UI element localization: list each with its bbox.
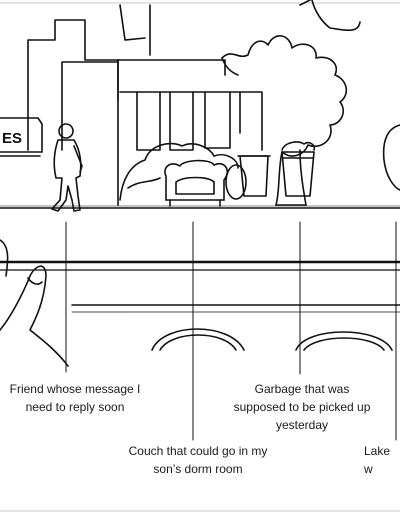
caption-friend-message: Friend whose message I need to reply soo… [0,380,170,416]
caption-line: son’s dorm room [153,462,243,476]
caption-couch: Couch that could go in my son’s dorm roo… [108,442,288,478]
garbage-can-oval [225,164,247,200]
gauge-left [151,328,245,351]
walking-person [51,123,83,212]
couch [164,159,229,207]
caption-line: Couch that could go in my [128,444,268,458]
round-shrub [382,124,400,191]
shop-sign-text: ES [2,130,22,147]
caption-line: Garbage that was [254,382,350,396]
caption-line: w [364,462,373,476]
caption-lake: Lake w [364,442,400,478]
garbage-can-tall [237,155,271,197]
hedge [119,142,239,201]
annotation-lines [65,221,397,441]
caption-line: yesterday [275,418,329,432]
caption-line: supposed to be picked up [233,400,371,414]
hand-holding-phone [0,239,69,367]
caption-line: need to reply soon [25,400,125,414]
caption-line: Lake [364,444,391,458]
gauge-right [295,331,393,351]
caption-line: Friend whose message I [9,382,141,396]
caption-garbage: Garbage that was supposed to be picked u… [212,380,392,434]
shop-sign [0,117,43,157]
street-curb [0,205,400,209]
garbage-can-full [281,141,316,197]
background-buildings [27,0,311,206]
car-dashboard [0,260,400,313]
tree [221,0,361,206]
